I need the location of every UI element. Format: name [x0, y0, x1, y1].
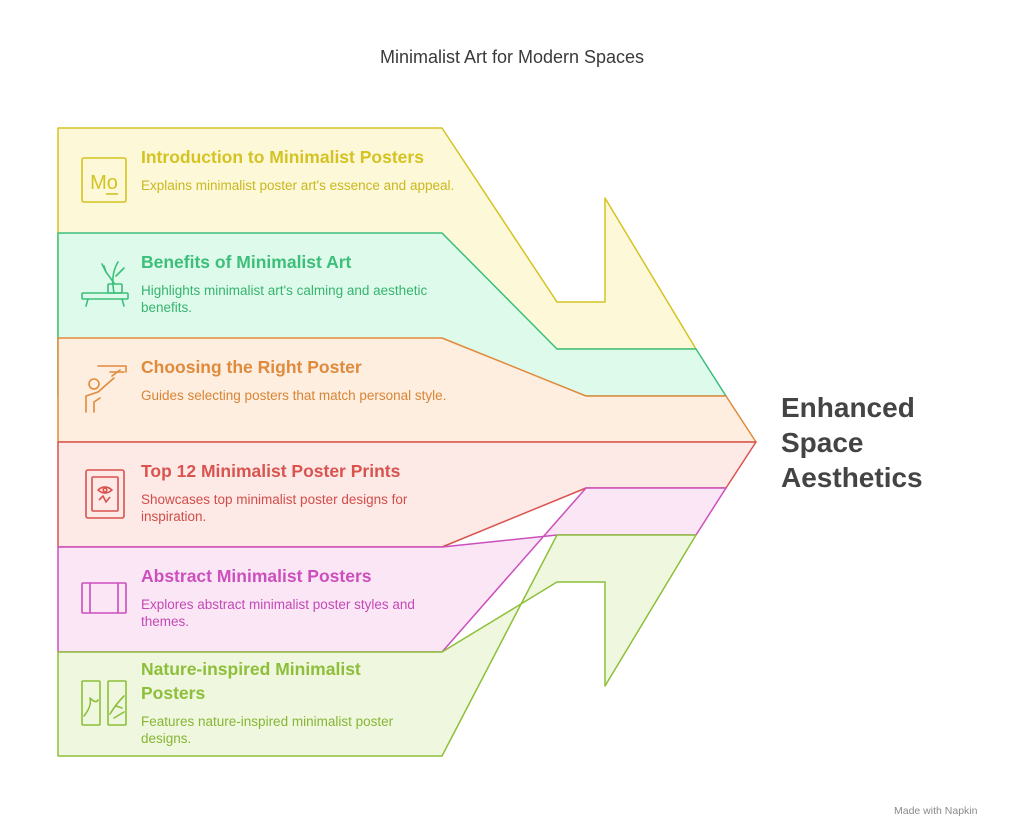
item-6: Nature-inspired Minimalist Posters Featu…	[141, 657, 401, 747]
item-description: Showcases top minimalist poster designs …	[141, 492, 408, 524]
item-title: Top 12 Minimalist Poster Prints	[141, 461, 401, 481]
svg-text:Mo: Mo	[90, 172, 118, 194]
item-title: Choosing the Right Poster	[141, 357, 362, 377]
item-description: Features nature-inspired minimalist post…	[141, 714, 394, 746]
abstract-frame-icon	[81, 582, 127, 614]
item-3: Choosing the Right Poster Guides selecti…	[141, 355, 461, 404]
framed-print-icon	[85, 469, 125, 519]
nature-panels-icon	[81, 680, 127, 726]
diagram-title: Minimalist Art for Modern Spaces	[379, 47, 645, 67]
watermark-text: Made with Napkin	[894, 805, 978, 817]
napkin-watermark: Made with Napkin	[894, 805, 977, 817]
item-2: Benefits of Minimalist Art Highlights mi…	[141, 250, 461, 316]
item-5: Abstract Minimalist Posters Explores abs…	[141, 564, 461, 630]
mo-text-icon: Mo	[81, 157, 127, 203]
item-description: Explores abstract minimalist poster styl…	[141, 597, 415, 629]
item-title: Benefits of Minimalist Art	[141, 252, 352, 272]
plant-shelf-icon	[81, 261, 129, 307]
person-easel-icon	[85, 365, 127, 413]
item-title: Nature-inspired Minimalist Posters	[141, 659, 361, 703]
outcome-label: Enhanced Space Aesthetics	[781, 392, 923, 493]
item-description: Explains minimalist poster art's essence…	[141, 178, 455, 193]
item-title: Introduction to Minimalist Posters	[141, 147, 424, 167]
item-title: Abstract Minimalist Posters	[141, 566, 372, 586]
item-4: Top 12 Minimalist Poster Prints Showcase…	[141, 459, 461, 525]
item-1: Introduction to Minimalist Posters Expla…	[141, 145, 461, 194]
item-description: Highlights minimalist art's calming and …	[141, 283, 428, 315]
item-description: Guides selecting posters that match pers…	[141, 388, 447, 403]
band-6	[57, 534, 697, 757]
